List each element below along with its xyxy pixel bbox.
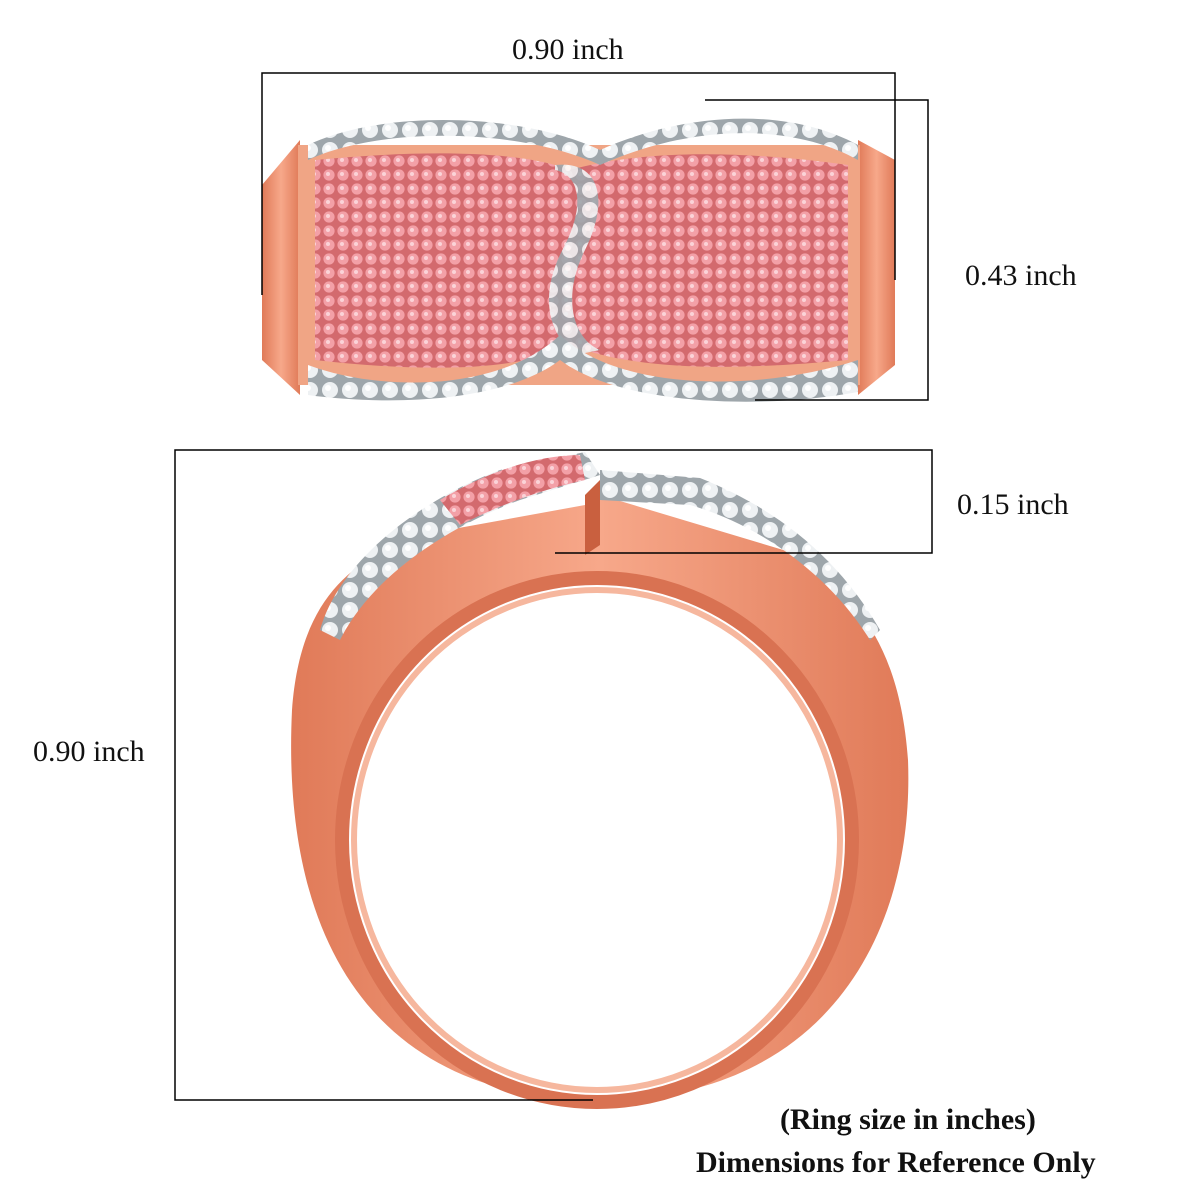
side-dimension-lines <box>174 449 933 1101</box>
top-dimension-lines <box>261 72 929 401</box>
top-width-label: 0.90 inch <box>512 33 624 66</box>
ring-size-note: (Ring size in inches) <box>780 1103 1036 1136</box>
side-height-label: 0.90 inch <box>33 735 145 768</box>
ring-top-view <box>262 118 895 402</box>
ring-side-view <box>291 452 909 1109</box>
top-height-label: 0.43 inch <box>965 259 1077 292</box>
band-width-label: 0.15 inch <box>957 488 1069 521</box>
reference-disclaimer: Dimensions for Reference Only <box>696 1146 1096 1179</box>
